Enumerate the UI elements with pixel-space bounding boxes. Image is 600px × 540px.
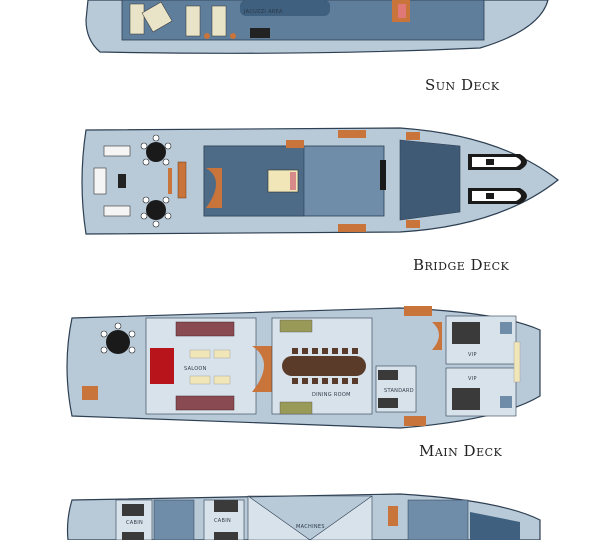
lower-cabin-label: CABIN <box>126 520 143 526</box>
vip-bath <box>500 322 512 334</box>
main-spiral-stairs-fwd <box>432 322 442 350</box>
bridge-bar-stools <box>168 168 172 194</box>
bridge-round-table <box>140 196 172 228</box>
saloon-label: SALOON <box>184 366 207 372</box>
saloon-ottoman <box>189 375 211 385</box>
bridge-wing-stairs <box>406 132 420 140</box>
saloon-ottoman <box>213 375 231 385</box>
main-deck-title: Main Deck <box>419 442 503 460</box>
tender-boat <box>468 188 527 204</box>
sun-deck-lounger <box>129 3 145 35</box>
vip-bed-lower <box>452 388 480 410</box>
sun-deck-lounger <box>141 1 173 33</box>
saloon-ottoman <box>189 349 211 359</box>
sun-deck-bar <box>250 28 270 38</box>
saloon-ottoman <box>213 349 231 359</box>
wheelhouse <box>399 139 461 221</box>
tender-boat <box>468 154 527 170</box>
sun-deck-stool <box>230 33 236 39</box>
bridge-aft-sofa <box>93 167 107 195</box>
lower-bed <box>214 532 238 540</box>
sun-deck-chair <box>398 4 406 18</box>
lower-deck-plan: CABIN CABIN MACHINES <box>66 493 541 540</box>
bridge-stairs-top <box>286 140 304 148</box>
bridge-aft-table <box>118 174 126 188</box>
vip-bath <box>500 396 512 408</box>
sun-deck-plan: JACUZZI AREA <box>85 0 549 54</box>
lower-bed <box>122 504 144 516</box>
bridge-bar <box>177 161 187 199</box>
dining-room-label: DINING ROOM <box>312 392 351 398</box>
bridge-wing-stairs <box>406 220 420 228</box>
standard-bed <box>378 370 398 380</box>
sun-deck-lounger <box>185 5 201 37</box>
vip-bed-upper <box>452 322 480 344</box>
standard-cabin-label: STANDARD <box>384 388 414 394</box>
bridge-bed-pillows <box>290 172 296 190</box>
vip-sofa <box>513 341 521 383</box>
main-fwd-stairs <box>404 306 432 316</box>
standard-bed <box>378 398 398 408</box>
vip-lower-label: VIP <box>468 376 477 382</box>
bridge-round-table <box>140 134 172 166</box>
jacuzzi <box>240 0 330 16</box>
bridge-aft-sofa <box>103 205 131 217</box>
bridge-spiral-stairs <box>206 168 222 208</box>
lower-bed <box>214 500 238 512</box>
bridge-console <box>380 160 386 190</box>
lower-bed <box>122 532 144 540</box>
main-deck-plan: SALOON DINING ROOM STANDARD <box>66 306 541 429</box>
main-fwd-stairs <box>404 416 426 426</box>
machines-label: MACHINES <box>296 524 325 530</box>
dining-table <box>282 348 366 384</box>
main-spiral-stairs <box>252 346 272 392</box>
main-round-table <box>100 322 136 354</box>
lower-stairs <box>388 506 398 526</box>
dining-sideboard <box>279 401 313 415</box>
sun-deck-title: Sun Deck <box>425 76 500 94</box>
sun-deck-lounger <box>211 5 227 37</box>
saloon-sofa <box>175 395 235 411</box>
dining-sideboard <box>279 319 313 333</box>
bridge-deck-stairs <box>338 224 366 232</box>
bridge-deck-title: Bridge Deck <box>413 256 510 274</box>
bridge-deck-stairs <box>338 130 366 138</box>
sun-deck-stool <box>204 33 210 39</box>
lower-bath <box>153 499 195 540</box>
lower-bow-room <box>470 512 520 540</box>
lower-cabin-label: CABIN <box>214 518 231 524</box>
main-aft-stairs <box>82 386 98 400</box>
machine-room <box>247 495 373 540</box>
vip-upper-label: VIP <box>468 352 477 358</box>
saloon-sofa <box>175 321 235 337</box>
saloon-carpet <box>150 348 174 384</box>
lower-fwd-room <box>407 499 469 540</box>
bridge-aft-sofa <box>103 145 131 157</box>
bridge-deck-plan <box>81 127 559 235</box>
jacuzzi-area-label: JACUZZI AREA <box>243 9 283 15</box>
